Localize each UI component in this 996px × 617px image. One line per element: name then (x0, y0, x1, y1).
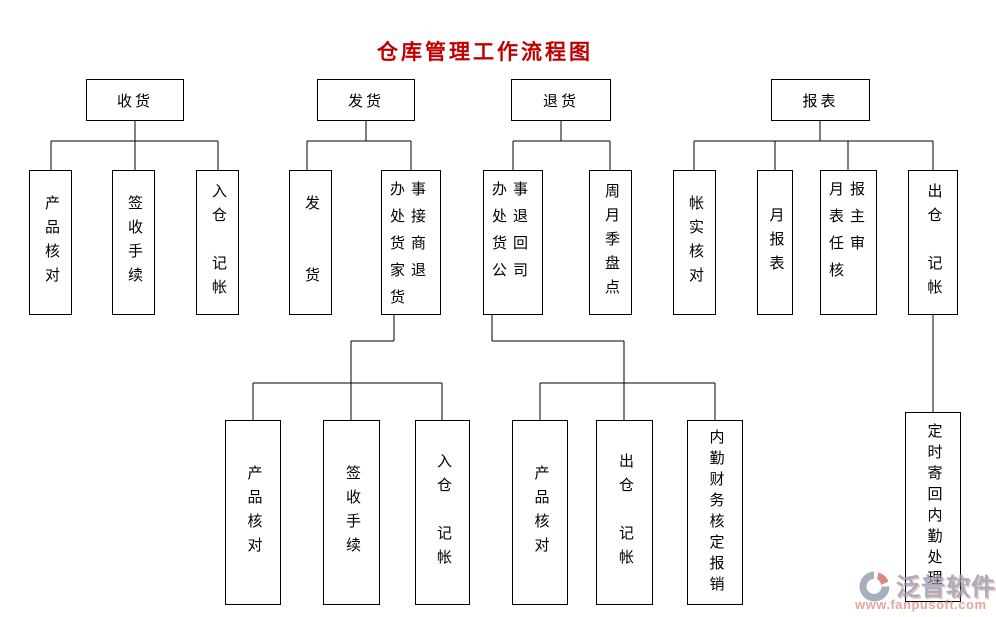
box-returns: 退货 (511, 79, 611, 121)
box-product-check-ship: 产品核对 (225, 420, 281, 605)
box-office-accepts-merchant-returns: 办事处接货商家退货 (381, 170, 441, 315)
watermark-brand-text: 泛普软件 (896, 575, 996, 601)
box-warehouse-in-entry-ship: 入仓 记帐 (415, 420, 470, 605)
box-shipping: 发货 (317, 79, 415, 121)
box-warehouse-in-entry-recv: 入仓 记帐 (196, 170, 239, 315)
box-warehouse-out-entry-return: 出仓 记帐 (596, 420, 653, 605)
box-sign-procedure-ship: 签收手续 (323, 420, 380, 605)
box-receiving: 收货 (86, 79, 184, 121)
box-periodic-stocktake: 周月季盘点 (589, 170, 632, 315)
box-report-director-review: 月报表主任审核 (820, 170, 877, 315)
box-reports: 报表 (771, 79, 870, 121)
box-product-check-return: 产品核对 (512, 420, 568, 605)
watermark-url-text: www.fanpusoft.com (855, 597, 987, 612)
fanpu-swoosh-logo-icon (859, 571, 890, 602)
box-timed-send-back-internal: 定时寄回内勤处理 (905, 412, 961, 602)
box-internal-finance-approve-reimburse: 内勤财务核定报销 (687, 420, 743, 605)
page-title: 仓库管理工作流程图 (377, 40, 593, 64)
box-send-goods: 发 货 (289, 170, 332, 315)
watermark: 泛普软件 www.fanpusoft.com (852, 567, 996, 615)
box-office-returns-to-company: 办事处退货回公司 (483, 170, 543, 315)
box-product-check-recv: 产品核对 (29, 170, 72, 315)
box-warehouse-out-entry-report: 出仓 记帐 (908, 170, 958, 315)
box-sign-procedure-recv: 签收手续 (112, 170, 155, 315)
box-account-reality-check: 帐实核对 (673, 170, 716, 315)
box-monthly-report: 月报表 (757, 170, 793, 315)
